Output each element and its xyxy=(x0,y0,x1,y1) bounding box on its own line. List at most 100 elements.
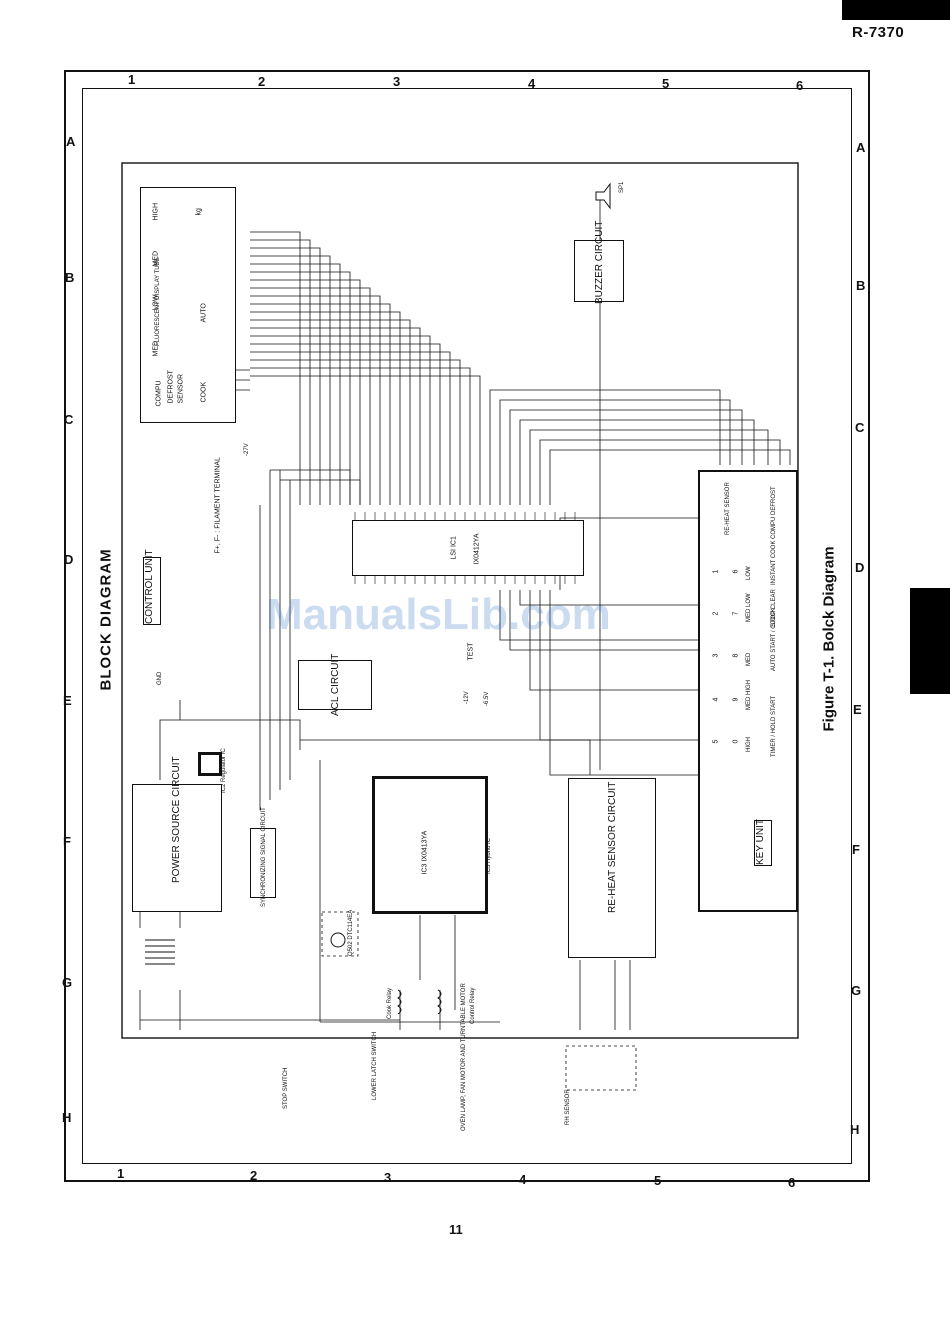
row-b-right: B xyxy=(856,278,866,293)
row-h-left: H xyxy=(62,1110,72,1125)
figure-caption: Figure T-1. Bolck Diagram xyxy=(820,546,838,732)
row-d-left: D xyxy=(64,552,74,567)
speaker-label: SP1 xyxy=(619,181,625,193)
key-high: HIGH xyxy=(746,737,752,752)
sync-signal-label: SYNCHRONIZING SIGNAL CIRCUIT xyxy=(261,807,267,907)
voltage-27: -27V xyxy=(244,443,250,456)
key-4: 4 xyxy=(712,697,720,702)
col-5-bottom: 5 xyxy=(654,1173,662,1188)
hybrid-note: IC3 Hybrid IC xyxy=(486,837,492,874)
outer-frame xyxy=(64,70,870,1182)
row-c-left: C xyxy=(64,412,74,427)
buzzer-circuit: BUZZER CIRCUIT xyxy=(574,221,624,304)
display-cook: COOK xyxy=(200,381,208,403)
hybrid-ic3: IC3 IX0413YA IC3 Hybrid IC xyxy=(372,776,492,914)
page-number: 11 xyxy=(449,1222,463,1237)
key-5: 5 xyxy=(712,739,720,744)
regulator-ic2 xyxy=(198,752,222,776)
key-instant-cook: INSTANT COOK xyxy=(771,540,777,585)
display-defrost: DEFROST xyxy=(167,370,175,404)
col-3-top: 3 xyxy=(393,74,401,89)
voltage-12: -12V xyxy=(464,691,470,704)
sync-signal-circuit: SYNCHRONIZING SIGNAL CIRCUIT xyxy=(250,807,276,907)
inner-frame xyxy=(82,88,852,1164)
control-relay-label: Control Relay xyxy=(470,987,476,1024)
cook-relay-label: Cook Relay xyxy=(387,987,393,1019)
corner-tab xyxy=(842,0,950,20)
col-6-top: 6 xyxy=(796,78,804,93)
display-compu: COMPU xyxy=(155,380,163,407)
stop-switch-label: STOP SWITCH xyxy=(283,1067,289,1109)
col-6-bottom: 6 xyxy=(788,1175,796,1190)
acl-circuit: ACL CIRCUIT xyxy=(298,654,372,716)
row-g-right: G xyxy=(851,983,862,998)
row-b-left: B xyxy=(65,270,75,285)
key-unit-label: KEY UNIT xyxy=(754,819,772,866)
reheat-sensor-circuit: RE-HEAT SENSOR CIRCUIT xyxy=(568,778,656,958)
row-d-right: D xyxy=(855,560,865,575)
transistor-label: Q502 DTC114EA xyxy=(348,909,354,956)
key-7: 7 xyxy=(732,611,740,616)
row-f-right: F xyxy=(852,842,860,857)
control-unit-label: CONTROL UNIT xyxy=(143,549,161,625)
col-2-bottom: 2 xyxy=(250,1168,258,1183)
key-med-high: MED HIGH xyxy=(746,680,752,710)
key-6: 6 xyxy=(732,569,740,574)
col-1-top: 1 xyxy=(128,72,136,87)
lower-latch-label: LOWER LATCH SWITCH xyxy=(372,1031,378,1100)
display-low: LOW xyxy=(152,294,160,311)
key-med-low: MED LOW xyxy=(746,593,752,622)
key-start: START xyxy=(771,695,777,715)
keypad-reheat-sensor: RE-HEAT SENSOR xyxy=(725,482,731,535)
key-8: 8 xyxy=(732,653,740,658)
lsi-part-number: IX0412YA xyxy=(473,533,481,565)
fluorescent-display-tube: FLUORESCENT DISPLAY TUBE COMPU DEFROST S… xyxy=(140,187,236,423)
lsi-label: LSI IC1 xyxy=(450,536,458,560)
key-low: LOW xyxy=(746,566,752,580)
key-0: 0 xyxy=(732,739,740,744)
key-9: 9 xyxy=(732,697,740,702)
watermark: ManualsLib.com xyxy=(266,590,611,639)
rh-sensor-label: RH SENSOR xyxy=(565,1089,571,1125)
key-timer-hold: TIMER / HOLD xyxy=(771,716,777,757)
gnd-label: GND xyxy=(157,671,163,685)
row-a-right: A xyxy=(856,140,866,155)
buzzer-label: BUZZER CIRCUIT xyxy=(594,220,605,304)
hybrid-label: IC3 IX0413YA xyxy=(421,830,429,875)
display-kg: kg xyxy=(195,208,203,216)
display-high: HIGH xyxy=(152,203,160,221)
key-auto-start: AUTO START / CLOCK xyxy=(771,608,777,671)
model-number: R-7370 xyxy=(852,24,905,41)
row-e-right: E xyxy=(853,702,862,717)
col-1-bottom: 1 xyxy=(117,1166,125,1181)
col-3-bottom: 3 xyxy=(384,1170,392,1185)
section-tab xyxy=(910,588,950,694)
col-5-top: 5 xyxy=(662,76,670,91)
reheat-sensor-label: RE-HEAT SENSOR CIRCUIT xyxy=(607,781,618,913)
row-f-left: F xyxy=(63,834,71,849)
col-4-bottom: 4 xyxy=(519,1172,527,1187)
display-med-1: MED xyxy=(152,340,160,357)
col-2-top: 2 xyxy=(258,74,266,89)
power-source-circuit: POWER SOURCE CIRCUIT xyxy=(132,756,222,912)
lsi-ic1: LSI IC1 IX0412YA xyxy=(352,520,584,576)
key-unit: KEY UNIT RE-HEAT SENSOR COMPU DEFROST IN… xyxy=(698,470,798,912)
display-sensor: SENSOR xyxy=(177,373,185,404)
key-med: MED xyxy=(746,652,752,666)
key-compu-defrost: COMPU DEFROST xyxy=(771,486,777,539)
display-med-2: MED xyxy=(152,250,160,267)
diagram-title: BLOCK DIAGRAM xyxy=(97,548,115,691)
filament-terminal-note: F+, F- : FILAMENT TERMINAL xyxy=(214,457,222,554)
acl-label: ACL CIRCUIT xyxy=(330,653,341,716)
col-4-top: 4 xyxy=(528,76,536,91)
row-a-left: A xyxy=(66,134,76,149)
display-auto: AUTO xyxy=(200,303,208,323)
oven-lamp-label: OVEN LAMP, FAN MOTOR AND TURNTABLE MOTOR xyxy=(461,983,467,1131)
row-e-left: E xyxy=(63,693,72,708)
key-2: 2 xyxy=(712,611,720,616)
row-g-left: G xyxy=(62,975,73,990)
row-c-right: C xyxy=(855,420,865,435)
key-3: 3 xyxy=(712,653,720,658)
voltage-65: -6.5V xyxy=(484,691,490,706)
